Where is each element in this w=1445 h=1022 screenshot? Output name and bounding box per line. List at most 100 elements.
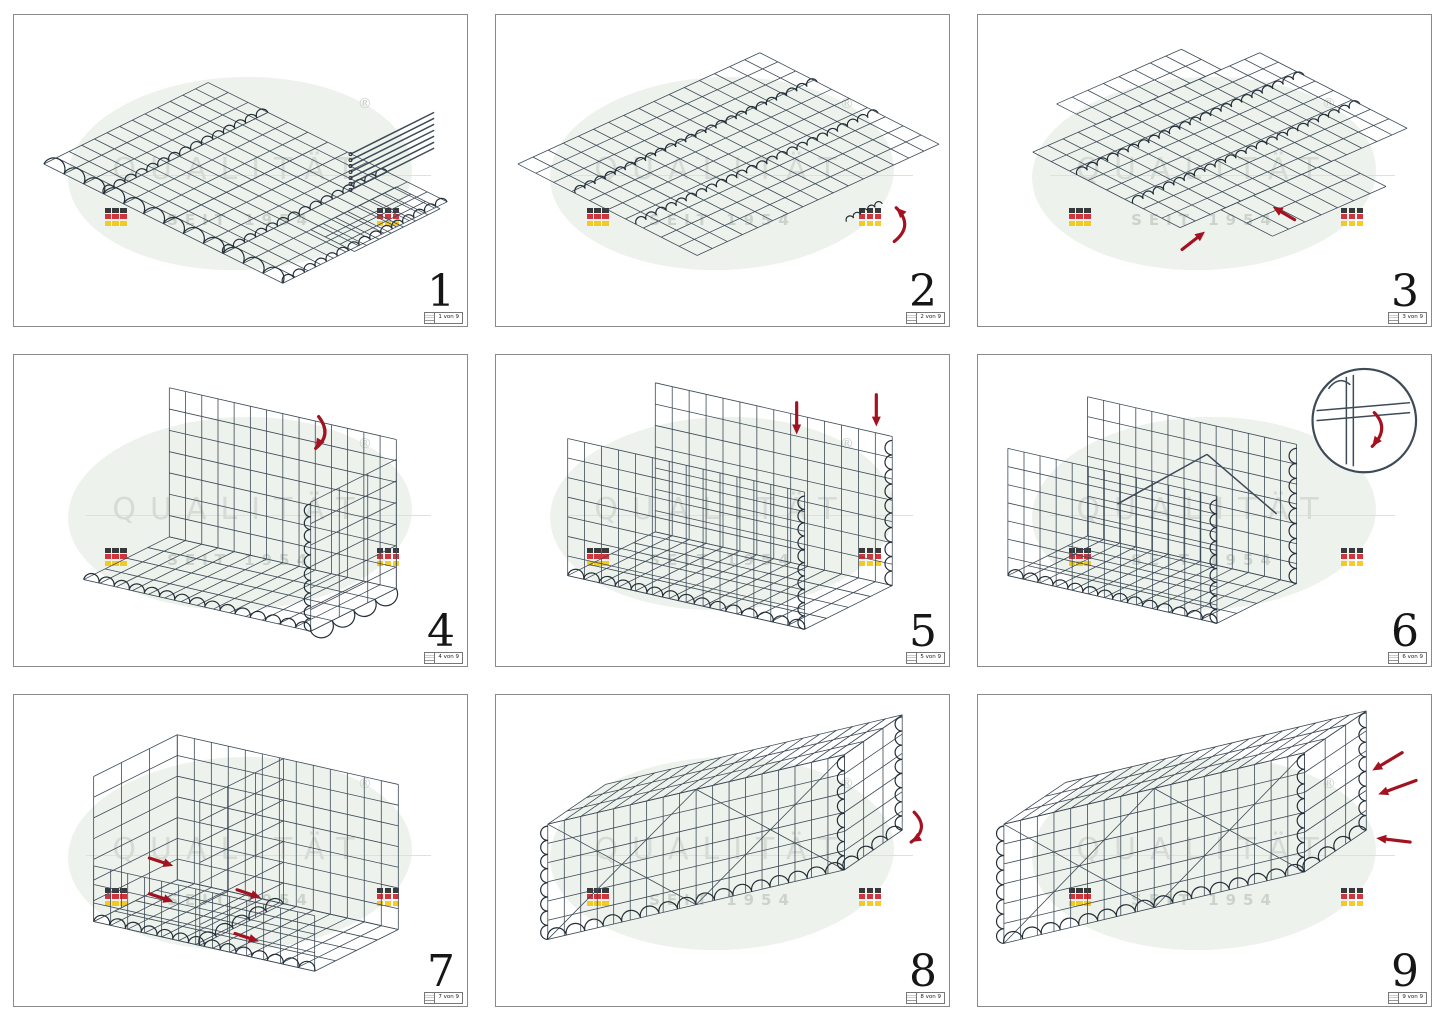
red-arrow-icon xyxy=(162,894,174,903)
spiral-coil-icon xyxy=(1003,863,1306,944)
mesh-grid xyxy=(310,186,441,252)
mesh-grid xyxy=(1003,710,1367,825)
titleblock-cell xyxy=(425,993,436,1003)
step-number: 5 xyxy=(909,606,937,657)
brand-flag-icon xyxy=(377,887,400,906)
red-arrow-icon xyxy=(147,856,168,866)
red-arrow-icon xyxy=(1272,206,1284,216)
titleblock-cell xyxy=(907,993,918,1003)
spiral-coil-icon xyxy=(1007,569,1218,624)
spiral-coil-icon xyxy=(635,109,879,225)
assembly-drawing xyxy=(540,714,923,941)
step-number: 8 xyxy=(909,946,937,997)
brand-flag-icon xyxy=(104,887,127,906)
registered-mark-icon: ® xyxy=(357,775,372,792)
step-number: 6 xyxy=(1391,606,1419,657)
sheet-count-label: 1 von 9 xyxy=(438,314,459,320)
mesh-line xyxy=(350,135,435,179)
assembly-drawing xyxy=(517,52,940,256)
mesh-grid xyxy=(547,754,845,940)
rod-hook-icon xyxy=(348,187,353,192)
mesh-line xyxy=(350,129,435,173)
step-number: 2 xyxy=(909,266,937,317)
mesh-grid xyxy=(1003,823,1155,908)
spiral-coil-icon xyxy=(995,825,1004,944)
mesh-grid xyxy=(695,789,845,871)
mesh-line xyxy=(1316,411,1411,422)
red-arrow-icon xyxy=(1180,234,1201,252)
mesh-line xyxy=(350,117,435,161)
registered-mark-icon: ® xyxy=(357,95,372,112)
assembly-drawing xyxy=(1007,367,1418,624)
spiral-coil-icon xyxy=(894,716,903,831)
spiral-coil-icon xyxy=(1131,100,1361,204)
watermark-rule xyxy=(1050,855,1395,857)
red-arrow-icon xyxy=(233,931,253,941)
spiral-coil-icon xyxy=(83,572,312,632)
red-arrow-icon xyxy=(1378,786,1390,796)
watermark-rule xyxy=(1050,515,1395,517)
mesh-grid xyxy=(1032,52,1408,228)
titleblock: 4 von 9 xyxy=(424,652,463,664)
spiral-coil-icon xyxy=(1296,754,1305,873)
step-number: 9 xyxy=(1391,946,1419,997)
magnifier-circle xyxy=(1311,367,1418,474)
titleblock-cell xyxy=(1389,313,1400,323)
spiral-coil-icon xyxy=(103,187,166,224)
brand-flag-icon xyxy=(104,207,127,226)
watermark-subline: SEIT 1954 xyxy=(1131,210,1278,229)
mesh-grid xyxy=(547,714,903,825)
spiral-coil-icon xyxy=(845,200,883,222)
step-panel: ® QUALITÄT SEIT 1954 7 7 von 9 xyxy=(13,694,468,1007)
spiral-coil-icon xyxy=(836,756,845,871)
titleblock-cell xyxy=(1389,653,1400,663)
titleblock: 6 von 9 xyxy=(1388,652,1427,664)
titleblock-cell xyxy=(1389,993,1400,1003)
sheet-count-label: 7 von 9 xyxy=(438,994,459,1000)
step-number: 1 xyxy=(427,266,455,317)
sheet-count-label: 5 von 9 xyxy=(920,654,941,660)
step-panel: ® QUALITÄT SEIT 1954 8 8 von 9 xyxy=(495,694,950,1007)
mesh-grid xyxy=(1220,159,1387,237)
titleblock-cell xyxy=(425,653,436,663)
watermark-rule xyxy=(568,515,913,517)
spiral-coil-icon xyxy=(1288,447,1297,585)
mesh-grid xyxy=(163,141,388,254)
red-arrow-icon xyxy=(1372,761,1384,771)
titleblock: 5 von 9 xyxy=(906,652,945,664)
brand-flag-icon xyxy=(859,887,882,906)
registered-mark-icon: ® xyxy=(357,435,372,452)
mesh-grid xyxy=(1154,788,1305,873)
titleblock: 8 von 9 xyxy=(906,992,945,1004)
mesh-line xyxy=(1117,453,1208,505)
red-arrow-icon xyxy=(792,424,802,435)
mesh-line xyxy=(1316,401,1411,412)
mesh-grid xyxy=(1304,710,1367,873)
rod-hook-icon xyxy=(348,164,353,169)
mesh-line xyxy=(1206,453,1278,515)
spiral-coil-icon xyxy=(567,568,806,630)
red-arrow-icon xyxy=(1376,834,1387,844)
mesh-line xyxy=(350,111,435,155)
mesh-grid xyxy=(1056,48,1222,125)
titleblock-cell xyxy=(425,313,436,323)
watermark-rule xyxy=(86,175,431,177)
step-panel: ® QUALITÄT SEIT 1954 6 6 von 9 xyxy=(977,354,1432,667)
spiral-coil-icon xyxy=(1209,499,1218,624)
spiral-coil-icon xyxy=(222,246,285,284)
step-panel: ® QUALITÄT SEIT 1954 1 1 von 9 xyxy=(13,14,468,327)
red-arrow-icon xyxy=(1377,751,1404,769)
step-panel: ® QUALITÄT SEIT 1954 9 9 von 9 xyxy=(977,694,1432,1007)
spiral-coil-icon xyxy=(281,197,448,284)
sheet-count-label: 8 von 9 xyxy=(920,994,941,1000)
red-arrow-icon xyxy=(248,934,259,943)
rod-hook-icon xyxy=(348,158,353,163)
mesh-grid xyxy=(567,531,893,630)
brand-flag-icon xyxy=(1341,207,1364,226)
registered-mark-icon: ® xyxy=(839,775,854,792)
titleblock: 3 von 9 xyxy=(1388,312,1427,324)
watermark: ® QUALITÄT SEIT 1954 xyxy=(14,355,467,666)
step-panel: ® QUALITÄT SEIT 1954 5 5 von 9 xyxy=(495,354,950,667)
mesh-grid xyxy=(844,714,903,871)
